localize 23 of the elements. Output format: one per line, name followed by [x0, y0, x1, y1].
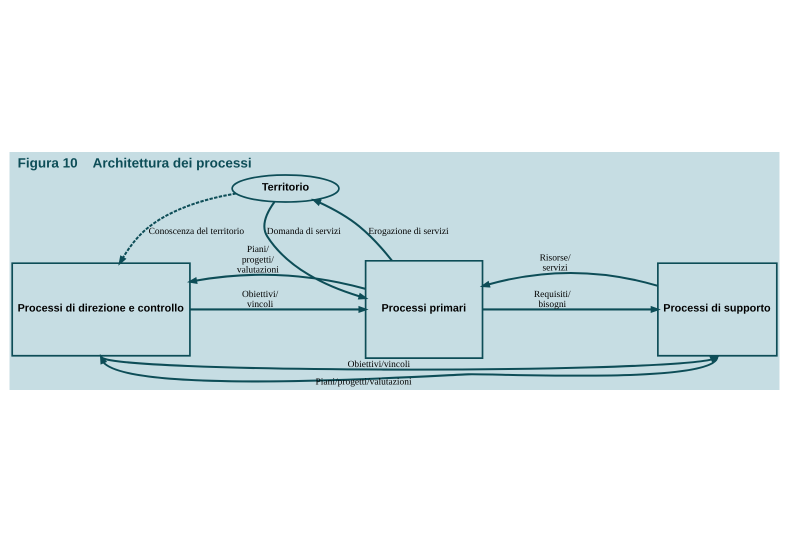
node-box: Processi primari [364, 259, 484, 358]
node-box: Processi di supporto [657, 262, 778, 356]
node-box: Processi di direzione e controllo [11, 262, 191, 356]
arrow [480, 271, 658, 288]
arrow [100, 354, 720, 370]
edge-label: Conoscenza del territorio [148, 226, 244, 236]
arrow [263, 200, 368, 300]
edge-label: Requisiti/ bisogni [534, 289, 571, 310]
edge-label: Obiettivi/ vincoli [242, 289, 278, 310]
arrow [482, 305, 661, 312]
node-ellipse: Territorio [231, 174, 340, 202]
arrow [187, 273, 366, 290]
edge-label: Risorse/ servizi [540, 252, 571, 273]
edge-label: Obiettivi/vincoli [348, 360, 410, 370]
diagram-title: Figura 10 Architettura dei processi [18, 155, 252, 170]
edge-label: Erogazione di servizi [368, 226, 449, 236]
arrow [100, 353, 718, 382]
arrow [118, 192, 236, 266]
edge-label: Piani/progetti/valutazioni [316, 377, 412, 388]
arrow [190, 305, 369, 312]
arrow [311, 198, 393, 261]
edge-label: Piani/ progetti/ valutazioni [236, 244, 279, 276]
edge-label: Domanda di servizi [266, 226, 341, 236]
